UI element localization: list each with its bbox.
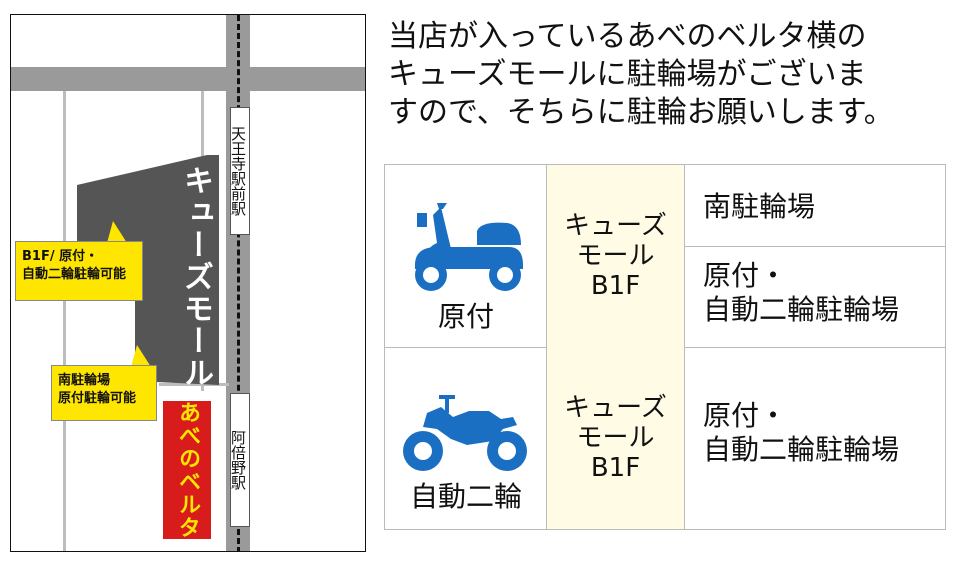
parking-moped-moto: 原付・ 自動二輪駐輪場 [685, 347, 945, 529]
scooter-icon [397, 195, 531, 295]
side-street [63, 91, 66, 551]
parking-cell: 原付・ 自動二輪駐輪場 [685, 347, 945, 529]
callout-line: 南駐輪場 [58, 373, 111, 388]
location-line: キューズ [564, 393, 667, 423]
vehicle-label: 自動二輪 [409, 480, 522, 513]
side-street [159, 383, 229, 386]
parking-table: 原付 キューズ モール B1F 南駐輪場 原付・ 自動二輪駐輪場 [384, 164, 946, 530]
intro-line: すので、そちらに駐輪お願いします。 [388, 95, 894, 130]
location-line: モール [576, 241, 655, 271]
location-line: キューズ [564, 211, 667, 241]
location-line: B1F [590, 453, 641, 483]
callout-pointer [107, 221, 127, 243]
callout-line: 自動二輪駐輪可能 [22, 267, 127, 282]
station-label-top: 天王寺駅前駅 [229, 107, 250, 235]
location-cell: キューズ モール B1F [547, 165, 685, 347]
table-row: 自動二輪 キューズ モール B1F 原付・ 自動二輪駐輪場 [385, 347, 945, 529]
table-row: 原付 キューズ モール B1F 南駐輪場 原付・ 自動二輪駐輪場 [385, 165, 945, 348]
intro-line: 当店が入っているあべのベルタ横の [388, 19, 867, 54]
location-line: モール [576, 423, 655, 453]
building-label: キューズモール [178, 165, 213, 389]
vehicle-cell: 自動二輪 [385, 347, 547, 529]
parking-moped-moto: 原付・ 自動二輪駐輪場 [685, 247, 945, 347]
callout-line: 原付駐輪可能 [58, 391, 137, 406]
parking-south: 南駐輪場 [685, 165, 945, 247]
callout-line: B1F/ 原付・ [22, 249, 99, 264]
motorcycle-icon [397, 377, 531, 477]
station-label-bottom: 阿倍野駅 [229, 393, 250, 527]
qs-mall-building [77, 155, 219, 385]
parking-line: 原付・ [703, 259, 788, 292]
callout-b1f: B1F/ 原付・ 自動二輪駐輪可能 [15, 241, 143, 301]
parking-cell: 南駐輪場 原付・ 自動二輪駐輪場 [685, 165, 945, 347]
location-line: B1F [590, 271, 641, 301]
parking-line: 自動二輪駐輪場 [703, 293, 900, 326]
store-marker: あべのベルタ [163, 401, 211, 539]
intro-text: 当店が入っているあべのベルタ横の キューズモールに駐輪場がございま すので、そち… [388, 18, 953, 132]
parking-line: 原付・ [703, 399, 788, 432]
intro-line: キューズモールに駐輪場がございま [388, 57, 867, 92]
vehicle-cell: 原付 [385, 165, 547, 347]
location-cell: キューズ モール B1F [547, 347, 685, 529]
parking-line: 自動二輪駐輪場 [703, 433, 900, 466]
area-map: キューズモール 天王寺駅前駅 阿倍野駅 あべのベルタ B1F/ 原付・ 自動二輪… [10, 14, 366, 552]
vehicle-label: 原付 [437, 300, 494, 333]
horizontal-road [11, 67, 365, 91]
callout-pointer [131, 345, 151, 367]
callout-south: 南駐輪場 原付駐輪可能 [51, 365, 157, 421]
railway-line [237, 15, 240, 551]
